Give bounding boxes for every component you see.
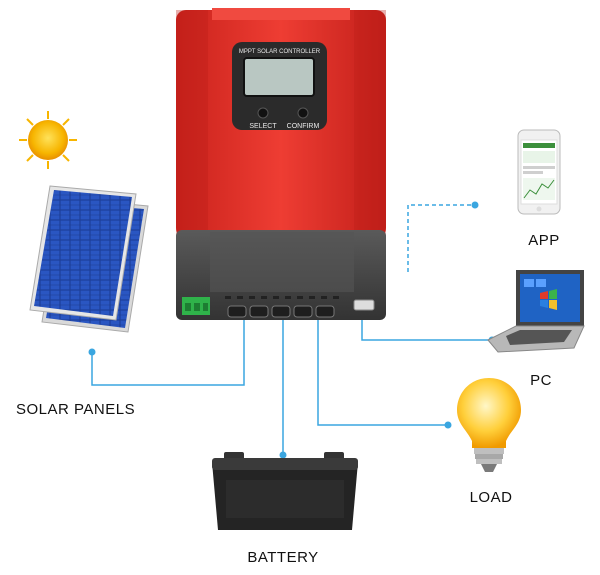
vents bbox=[225, 296, 339, 299]
select-button-label: SELECT bbox=[249, 123, 277, 130]
label-battery: BATTERY bbox=[247, 549, 318, 566]
mppt-controller: MPPT SOLAR CONTROLLER SELECT CONFIRM bbox=[176, 8, 386, 320]
comm-port bbox=[353, 299, 375, 311]
laptop-icon bbox=[487, 270, 585, 353]
battery-icon bbox=[212, 452, 358, 530]
label-solar-panels: SOLAR PANELS bbox=[16, 401, 135, 418]
app-link-line bbox=[407, 204, 475, 272]
sun-icon bbox=[19, 111, 77, 169]
label-load: LOAD bbox=[470, 489, 513, 506]
load-link-line bbox=[317, 318, 448, 426]
cable-glands bbox=[227, 305, 335, 318]
solar-panel-icon bbox=[29, 185, 149, 333]
controller-title: MPPT SOLAR CONTROLLER bbox=[239, 49, 321, 55]
light-bulb-icon bbox=[457, 378, 521, 472]
confirm-button-label: CONFIRM bbox=[287, 123, 320, 130]
confirm-button[interactable] bbox=[297, 107, 309, 119]
solar-link-line bbox=[91, 318, 245, 386]
label-app: APP bbox=[528, 232, 560, 249]
lcd-screen bbox=[243, 57, 315, 97]
phone-app-icon bbox=[517, 129, 561, 215]
label-pc: PC bbox=[530, 372, 552, 389]
select-button[interactable] bbox=[257, 107, 269, 119]
